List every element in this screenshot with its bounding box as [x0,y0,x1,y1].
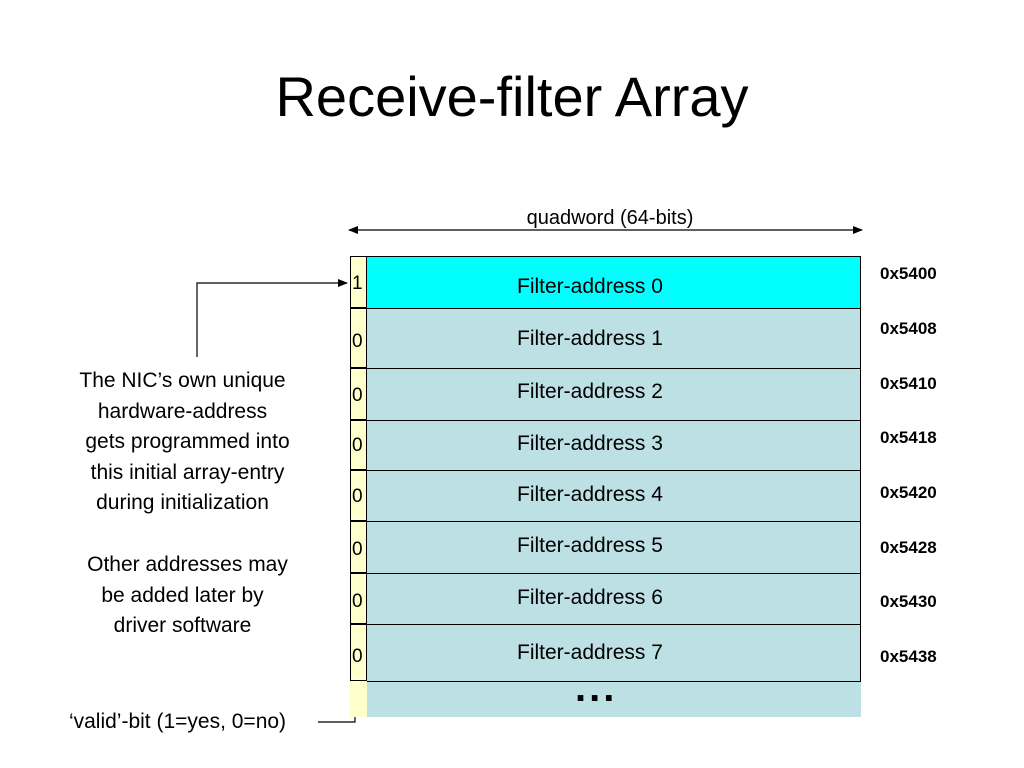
filter-entry-label: Filter-address 3 [517,432,663,455]
valid-bit-cell: 0 [350,624,367,681]
entry-address: 0x5400 [880,264,937,283]
filter-entry: Filter-address 4 [367,470,861,521]
continuation-ellipsis: ... [575,666,618,710]
valid-bit-value: 0 [352,591,363,612]
entry-address: 0x5438 [880,647,937,666]
filter-entry: Filter-address 2 [367,368,861,420]
valid-bit-cell: 0 [350,521,367,573]
page-title: Receive-filter Array [275,65,749,128]
note-line: The NIC’s own unique [79,369,286,392]
valid-bit-value: 0 [352,539,363,560]
nic-address-note: The NIC’s own unique hardware-address ge… [40,366,335,519]
filter-entry: Filter-address 3 [367,420,861,470]
note-line: driver software [113,614,252,637]
valid-bit-cell: 0 [350,573,367,624]
width-label: quadword (64-bits) [526,207,694,229]
filter-entry-label: Filter-address 4 [517,483,663,506]
filter-entry: Filter-address 1 [367,308,861,368]
filter-entry: Filter-address 6 [367,573,861,624]
valid-bit-cell: 0 [350,308,367,368]
valid-bit-value: 0 [352,646,363,667]
entry-address: 0x5430 [880,592,937,611]
note-line: Other addresses may [87,553,288,576]
valid-bit-cell: 0 [350,420,367,470]
filter-entry: Filter-address 7 [367,624,861,681]
valid-bit-cell-continuation [350,681,367,717]
filter-entry-label: Filter-address 1 [517,327,663,350]
valid-bit-label: ‘valid’-bit (1=yes, 0=no) [68,710,287,733]
entry-address: 0x5418 [880,428,937,447]
note-line: be added later by [101,583,264,607]
note-line: hardware-address [97,399,268,423]
filter-entry-label: Filter-address 7 [517,641,663,664]
valid-bit-value: 0 [352,435,363,456]
filter-entry-continuation [367,681,861,717]
filter-entry-label: Filter-address 5 [517,534,663,557]
entry-address: 0x5410 [880,374,937,393]
note-line: this initial array-entry [90,460,285,484]
entry-address: 0x5428 [880,538,937,557]
entry-address: 0x5420 [880,483,937,502]
valid-bit-cell: 1 [350,256,367,308]
filter-entry: Filter-address 5 [367,521,861,573]
filter-entry-label: Filter-address 6 [517,586,663,609]
entry-address: 0x5408 [880,319,937,338]
valid-bit-cell: 0 [350,368,367,420]
note-line: during initialization [96,491,269,514]
filter-entry-label: Filter-address 0 [517,275,663,298]
nic-note-arrow [196,279,348,357]
valid-bit-cell: 0 [350,470,367,521]
filter-entry-label: Filter-address 2 [517,380,663,403]
valid-bit-value: 1 [352,273,363,294]
filter-entry: Filter-address 0 [367,256,861,308]
other-addresses-note: Other addresses may be added later by dr… [40,550,335,642]
valid-bit-value: 0 [352,486,363,507]
note-line: gets programmed into [85,430,290,453]
valid-bit-value: 0 [352,331,363,352]
valid-bit-value: 0 [352,385,363,406]
